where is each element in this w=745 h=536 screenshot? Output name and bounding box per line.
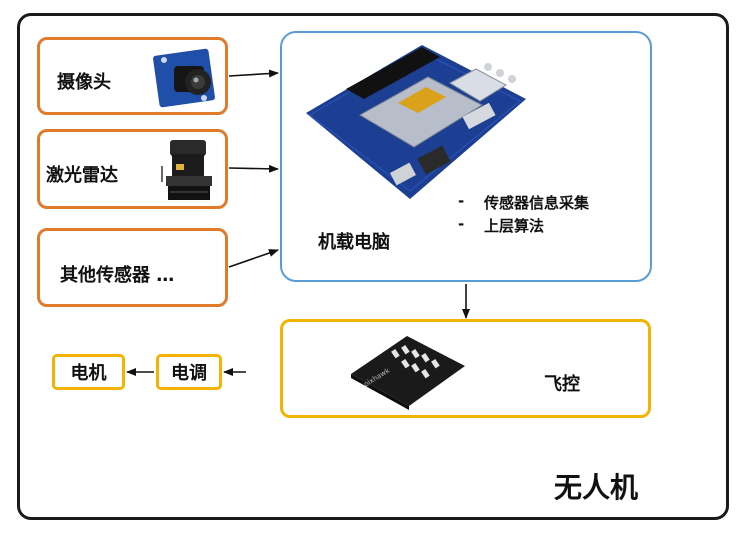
bullet-upper-algorithm: 上层算法 — [484, 217, 545, 235]
esc-box: 电调 — [156, 354, 222, 390]
other-sensors-label: 其他传感器 … — [60, 265, 175, 286]
lidar-box: 激光雷达 — [37, 129, 228, 209]
motor-box: 电机 — [52, 354, 125, 390]
flight-controller-label: 飞控 — [544, 374, 580, 395]
onboard-computer-label: 机载电脑 — [318, 232, 390, 253]
arrow-lidar-to-computer — [228, 164, 279, 173]
lidar-icon — [161, 140, 212, 200]
camera-icon — [153, 48, 215, 108]
bullet-marker-1: - — [458, 192, 465, 210]
onboard-computer-box: - 传感器信息采集 - 上层算法 机载电脑 — [280, 31, 652, 282]
bullet-marker-2: - — [458, 215, 465, 233]
flight-controller-icon: pixhawk — [351, 336, 465, 410]
bullet-sensor-collection: 传感器信息采集 — [484, 194, 590, 212]
camera-box: 摄像头 — [37, 37, 228, 115]
arrow-camera-to-computer — [228, 69, 279, 78]
esc-label: 电调 — [171, 363, 207, 384]
uav-label: 无人机 — [554, 471, 639, 504]
arrow-other-to-computer — [228, 249, 279, 268]
flight-controller-box: pixhawk 飞控 — [280, 319, 651, 418]
other-sensors-box: 其他传感器 … — [37, 228, 228, 307]
camera-label: 摄像头 — [57, 72, 111, 93]
motor-label: 电机 — [70, 363, 107, 384]
lidar-label: 激光雷达 — [46, 165, 118, 186]
uav-system-frame — [17, 13, 729, 520]
computer-board-icon — [306, 45, 526, 199]
